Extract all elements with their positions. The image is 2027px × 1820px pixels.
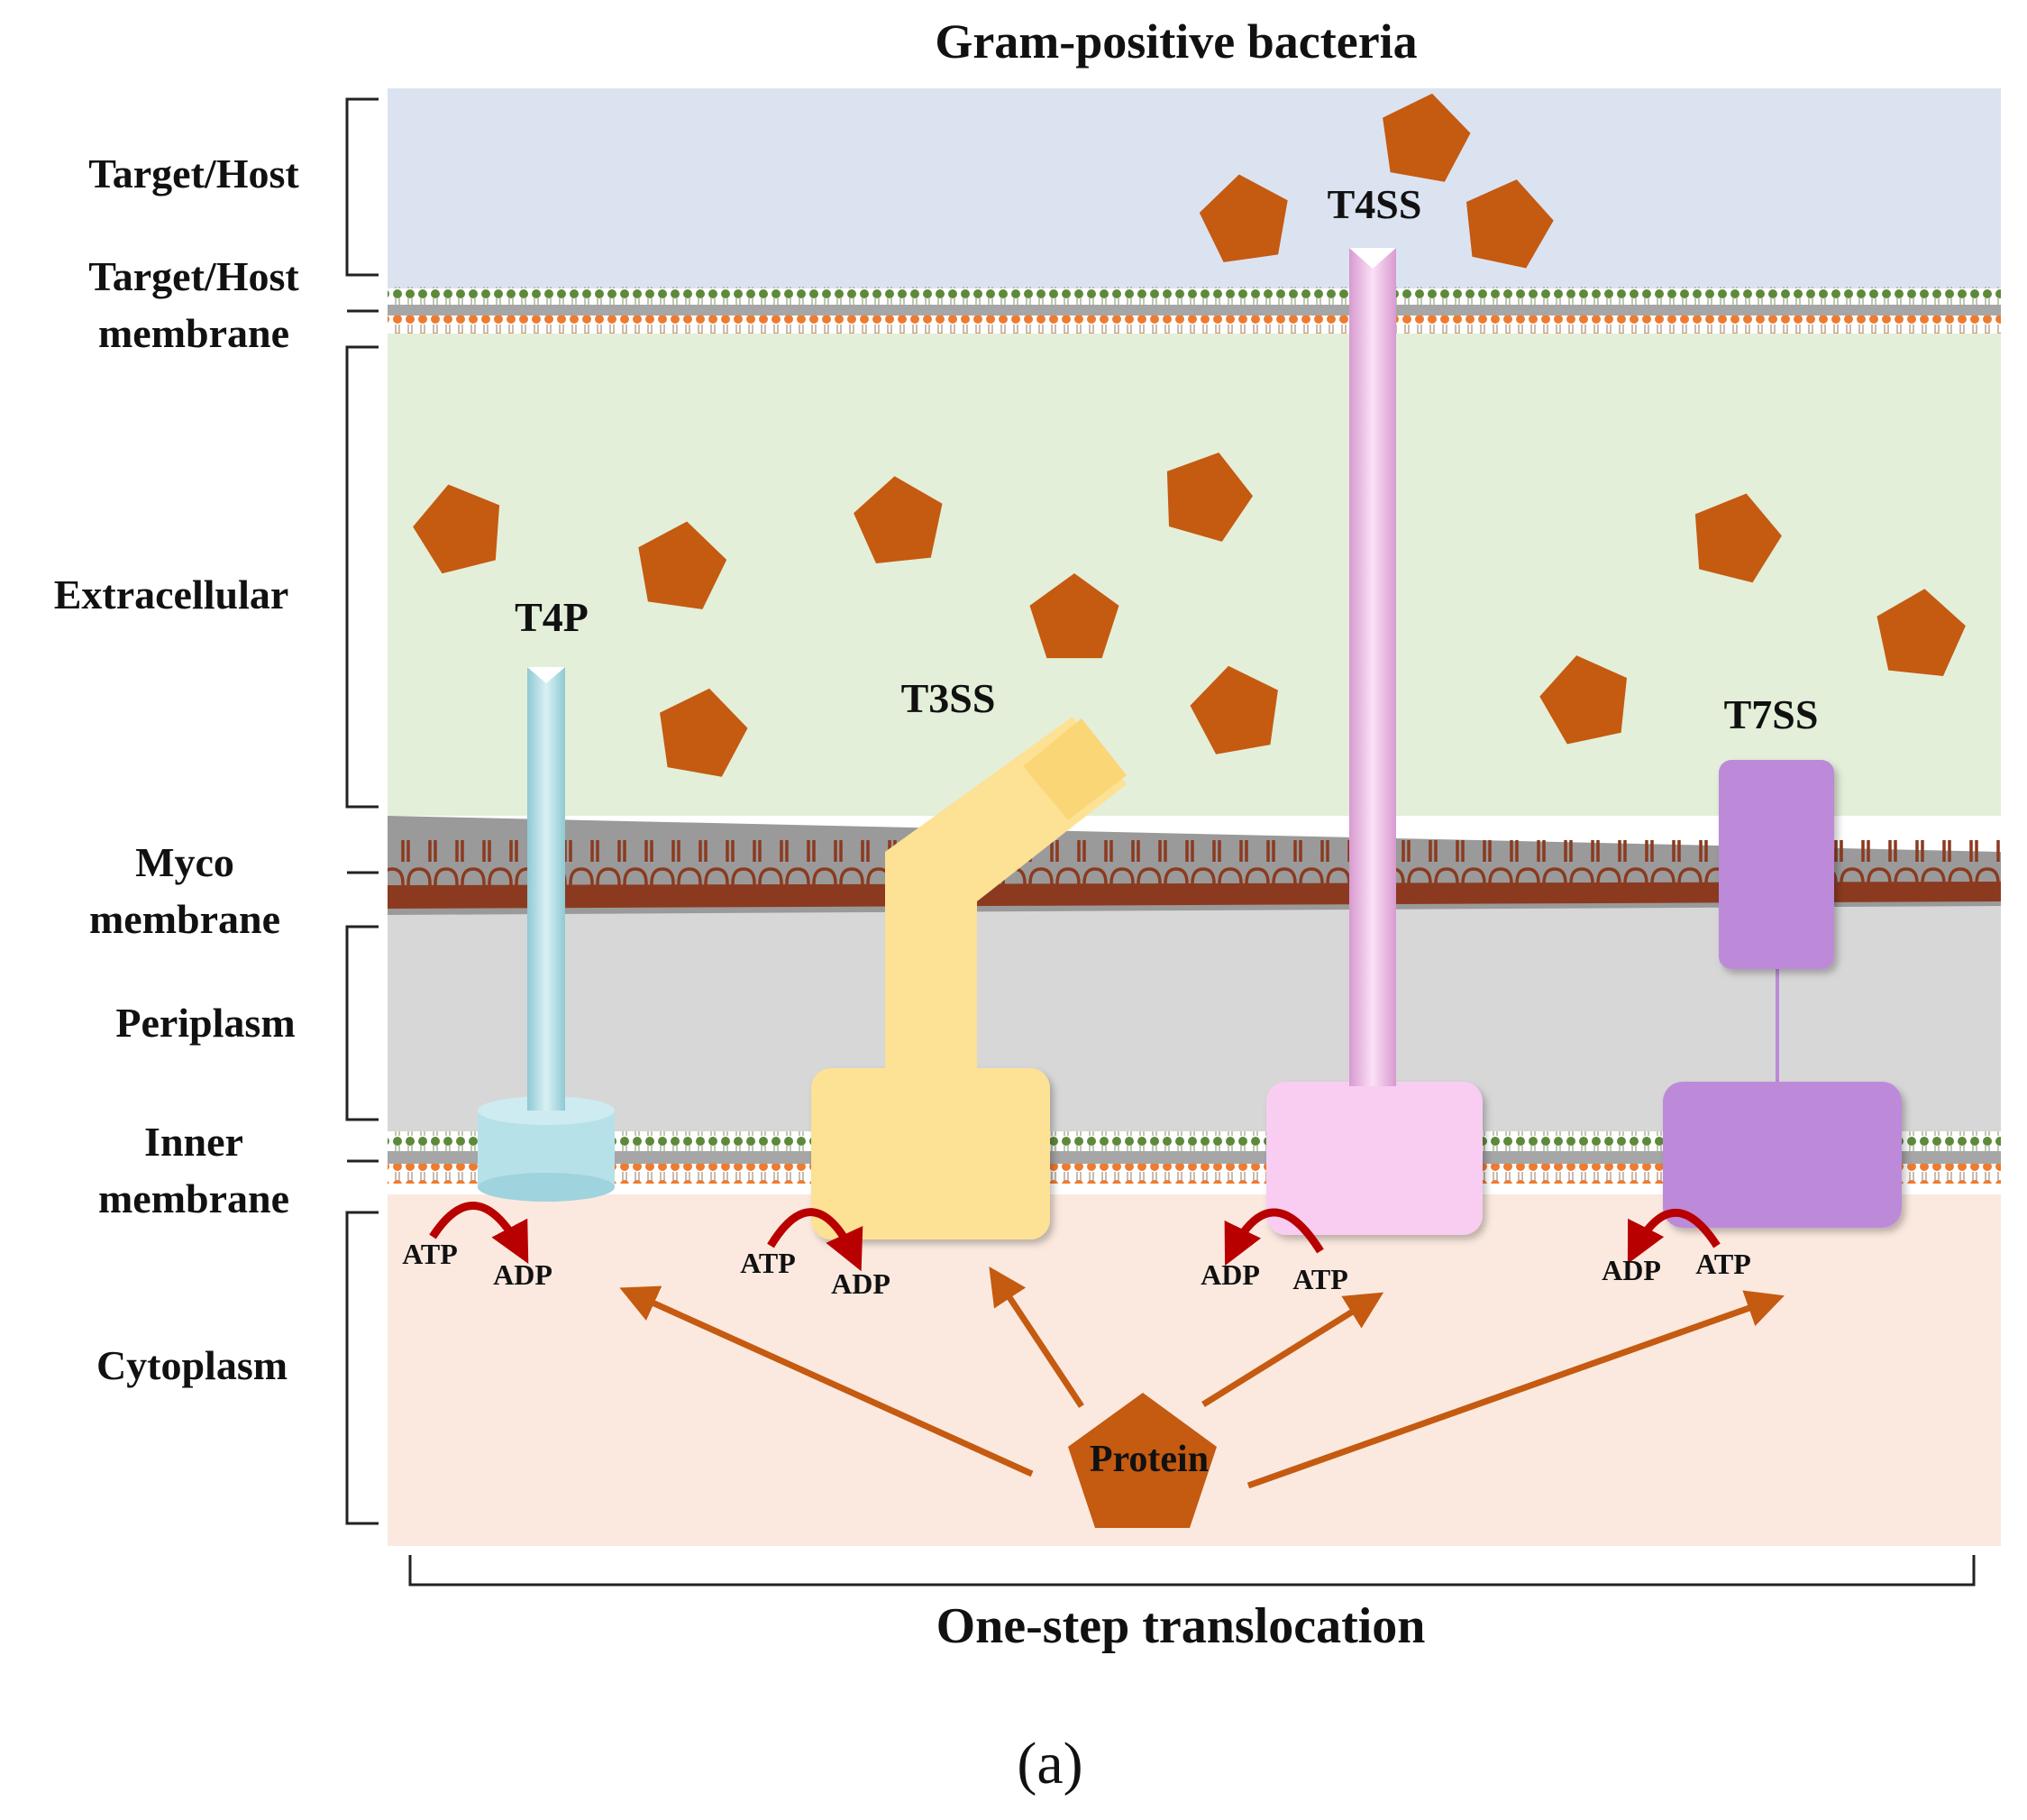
panel-label: (a) (1017, 1731, 1082, 1797)
secreted-protein (854, 476, 943, 563)
secreted-protein (413, 484, 500, 574)
t7ss-adp-label: ADP (1602, 1254, 1661, 1286)
label-target-host-membrane-2: membrane (98, 310, 289, 356)
secreted-protein (1466, 179, 1554, 269)
label-cytoplasm: Cytoplasm (96, 1342, 288, 1388)
label-myco-membrane-1: Myco (135, 839, 234, 885)
t7ss-label: T7SS (1724, 691, 1819, 737)
label-periplasm: Periplasm (115, 1000, 295, 1046)
label-myco-membrane-2: membrane (89, 896, 280, 942)
host-region (388, 88, 2001, 288)
atp-hydrolysis-arrows (429, 1202, 1721, 1272)
cytoplasmic-protein (1068, 1393, 1217, 1528)
caption: One-step translocation (936, 1598, 1426, 1654)
extracellular-region (388, 347, 2001, 816)
label-inner-membrane-2: membrane (98, 1175, 289, 1221)
secreted-protein (1190, 665, 1278, 755)
t7ss-system (1663, 760, 1902, 1228)
t3ss-adp-label: ADP (831, 1267, 890, 1300)
t3ss-system (811, 717, 1127, 1239)
label-extracellular: Extracellular (54, 572, 289, 617)
secreted-protein (1199, 174, 1288, 262)
layer-brackets (345, 97, 379, 1525)
t4ss-label: T4SS (1328, 181, 1422, 227)
t3ss-label: T3SS (901, 675, 996, 721)
secreted-protein (1166, 453, 1253, 542)
t4p-label: T4P (515, 594, 589, 640)
label-target-host-membrane-1: Target/Host (88, 253, 299, 299)
secreted-protein (1539, 655, 1627, 745)
bottom-bracket (408, 1555, 1976, 1587)
secreted-protein (1694, 493, 1782, 583)
secreted-protein (1029, 573, 1119, 659)
translocation-arrows (619, 1266, 1785, 1489)
label-target-host: Target/Host (88, 151, 299, 197)
t4ss-adp-label: ADP (1201, 1258, 1260, 1291)
t4p-system (478, 667, 615, 1202)
t4p-atp-label: ATP (402, 1238, 458, 1270)
protein-label: Protein (1090, 1439, 1209, 1480)
secreted-proteins (413, 93, 1966, 777)
secreted-protein (1383, 93, 1471, 182)
t3ss-atp-label: ATP (740, 1247, 796, 1279)
secreted-protein (638, 521, 727, 609)
secreted-protein (660, 688, 748, 777)
t7ss-atp-label: ATP (1695, 1248, 1751, 1280)
t4p-adp-label: ADP (493, 1258, 552, 1291)
inner-membrane (388, 1131, 2001, 1184)
secreted-protein (1876, 589, 1966, 676)
host-membrane (388, 287, 2001, 347)
label-inner-membrane-1: Inner (144, 1119, 243, 1165)
t4ss-atp-label: ATP (1292, 1263, 1348, 1295)
t4ss-system (1266, 248, 1483, 1235)
diagram-title: Gram-positive bacteria (935, 14, 1417, 69)
